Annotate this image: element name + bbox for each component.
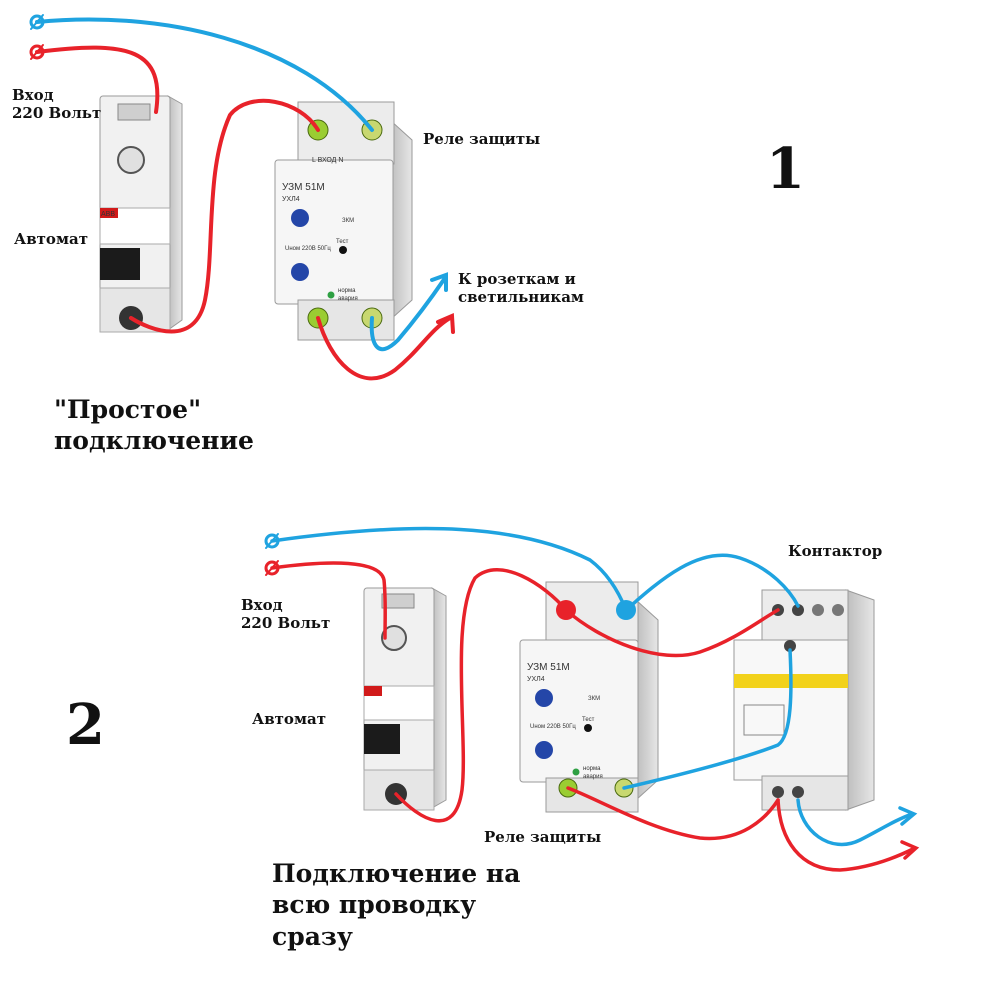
phase-wire — [270, 561, 387, 640]
neutral-wire — [35, 17, 374, 132]
scheme-title-1: "Простое" подключение — [54, 395, 254, 456]
arrow-icon — [430, 272, 448, 292]
relay-rating: Uном 220В 50Гц — [530, 724, 576, 730]
arrow-icon — [436, 313, 455, 334]
neutral-terminal-icon — [29, 14, 45, 30]
relay-norm-label: норма — [338, 288, 356, 294]
neutral-wire — [622, 648, 793, 790]
voltage-knob — [291, 209, 309, 227]
breaker-label-2: Автомат — [252, 710, 326, 728]
phase-terminal-icon — [264, 560, 280, 576]
relay-rating: Uном 220В 50Гц — [285, 246, 331, 252]
relay-norm-label: норма — [583, 766, 601, 772]
relay-label-2: Реле защиты — [484, 828, 602, 846]
phase-wire — [35, 45, 160, 114]
voltage-knob — [535, 741, 553, 759]
circuit-breaker: ABB — [99, 95, 183, 333]
relay-test-label: Тест — [582, 717, 595, 723]
phase-terminal-icon — [29, 44, 45, 60]
breaker-toggle — [364, 724, 400, 754]
input-label-1: Вход 220 Вольт — [12, 86, 102, 122]
circuit-breaker — [363, 587, 447, 811]
neutral-wire — [796, 798, 914, 847]
input-label-2: Вход 220 Вольт — [241, 596, 331, 632]
relay-fault-label: авария — [583, 774, 603, 780]
neutral-wire — [270, 526, 628, 612]
output-label: К розеткам и светильникам — [458, 270, 584, 306]
wires-scheme-1 — [29, 14, 455, 381]
wires-scheme-2 — [264, 526, 920, 872]
abb-logo — [364, 686, 382, 696]
abb-logo — [100, 208, 118, 218]
relay-brand: ЗКМ — [342, 218, 354, 224]
neutral-wire — [624, 553, 800, 612]
relay-sub: УХЛ4 — [527, 676, 545, 683]
contactor-label: Контактор — [788, 542, 883, 560]
scheme-number-2: 2 — [66, 692, 105, 758]
breaker-brand: ABB — [101, 211, 115, 218]
arrow-icon — [898, 806, 918, 826]
relay-label-1: Реле защиты — [423, 130, 541, 148]
relay-terminal-labels: L ВХОД N — [312, 157, 343, 164]
phase-wire — [564, 608, 780, 658]
scheme-title-2: Подключение на всю проводку сразу — [272, 859, 521, 951]
neutral-terminal-icon — [264, 533, 280, 549]
phase-wire — [316, 316, 452, 381]
phase-wire — [566, 786, 780, 841]
voltage-knob — [535, 689, 553, 707]
phase-wire — [129, 98, 320, 334]
protection-relay: УЗМ 51М УХЛ4 Uном 220В 50Гц Тест норма а… — [519, 581, 659, 813]
voltage-knob — [291, 263, 309, 281]
phase-wire — [776, 798, 917, 872]
relay-sub: УХЛ4 — [282, 196, 300, 203]
relay-model: УЗМ 51М — [527, 662, 570, 673]
relay-brand: ЗКМ — [588, 696, 600, 702]
neutral-node-icon — [616, 600, 636, 620]
breaker-toggle — [100, 248, 140, 280]
phase-wire — [394, 568, 568, 823]
neutral-wire — [369, 276, 447, 352]
relay-test-label: Тест — [336, 239, 349, 245]
relay-model: УЗМ 51М — [282, 182, 325, 193]
phase-node-icon — [556, 600, 576, 620]
scheme-number-1: 1 — [766, 136, 805, 202]
breaker-label-1: Автомат — [14, 230, 88, 248]
protection-relay: L ВХОД N УЗМ 51М УХЛ4 Uном 220В 50Гц Тес… — [274, 101, 413, 341]
relay-fault-label: авария — [338, 296, 358, 302]
arrow-icon — [900, 840, 920, 860]
